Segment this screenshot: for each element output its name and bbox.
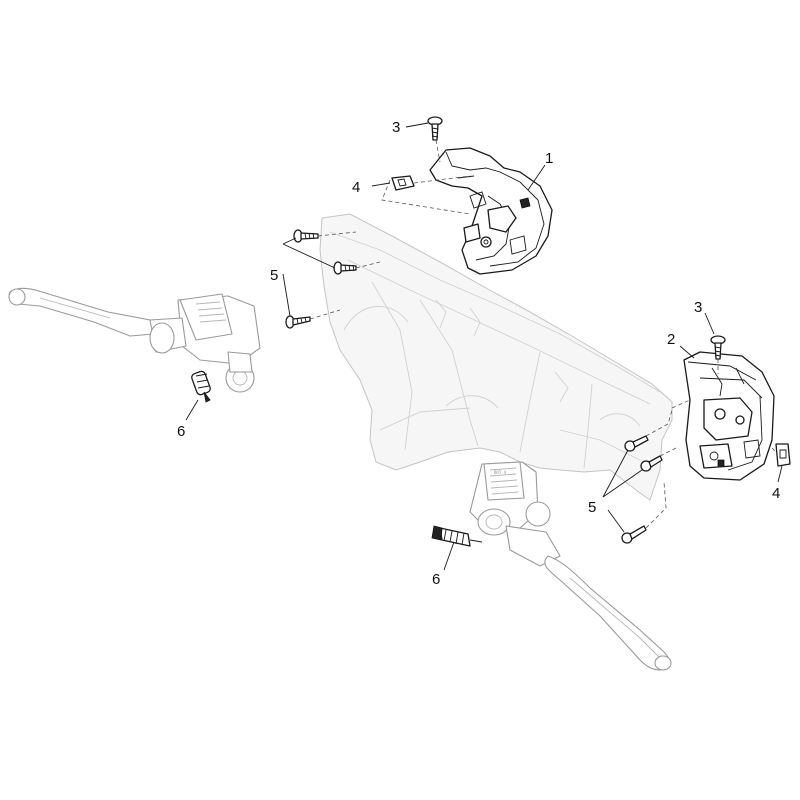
svg-text:DOT 4: DOT 4 — [494, 470, 507, 475]
screw-3-left — [427, 116, 443, 141]
callout-3-left: 3 — [392, 119, 400, 136]
callout-6-right: 6 — [432, 571, 440, 588]
screw-5-right-a — [624, 435, 649, 452]
screw-5-right-b — [640, 455, 663, 472]
callout-6-left: 6 — [177, 423, 185, 440]
brake-light-switch-left — [191, 370, 211, 403]
clip-nut-4-left — [391, 175, 415, 191]
callout-5-right: 5 — [588, 499, 596, 516]
right-master-cylinder: DOT 4 — [469, 461, 561, 567]
left-master-cylinder — [149, 293, 261, 393]
assembly-lines — [309, 139, 777, 529]
callout-4-right: 4 — [772, 485, 780, 502]
screw-5-left-a — [293, 229, 319, 243]
callout-5-left: 5 — [270, 267, 278, 284]
brake-light-switch-right — [431, 525, 483, 547]
left-brake-lever — [8, 287, 155, 337]
callout-3-right: 3 — [694, 299, 702, 316]
callout-4-left: 4 — [352, 179, 360, 196]
right-switch-housing — [683, 351, 775, 481]
clip-nut-4-right — [775, 443, 791, 467]
callout-2: 2 — [667, 331, 675, 348]
handlebar-cover — [319, 213, 673, 501]
right-brake-lever — [544, 555, 672, 671]
callout-labels: 1 2 3 3 4 4 5 5 6 6 — [177, 119, 780, 588]
screw-3-right — [710, 335, 726, 360]
left-switch-housing — [429, 147, 553, 275]
leader-lines — [185, 122, 783, 571]
screw-5-left-c — [285, 315, 311, 329]
callout-1: 1 — [545, 150, 553, 167]
screw-5-right-c — [621, 525, 647, 544]
